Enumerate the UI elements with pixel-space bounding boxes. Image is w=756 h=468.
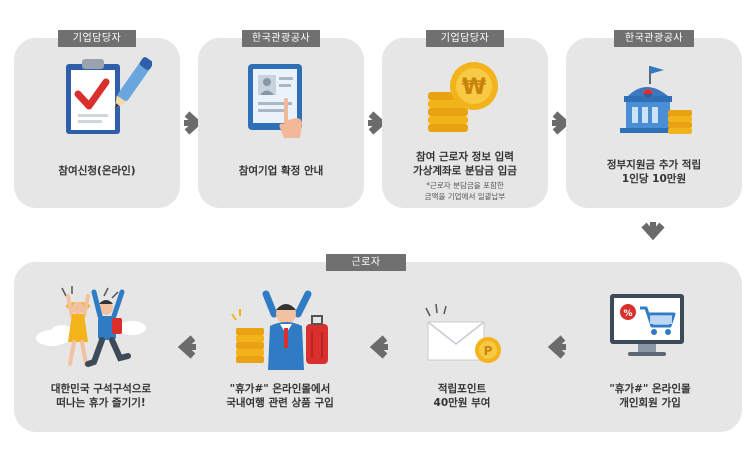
arrow-left-icon [172, 334, 196, 360]
step-tag: 기업담당자 [58, 30, 136, 47]
arrow-right-icon [184, 110, 208, 136]
envelope-point-icon: P [416, 300, 508, 370]
step-label-line1: 적립포인트 [437, 383, 487, 395]
step-label-line1: 대한민국 구석구석으로 [50, 383, 152, 395]
step-label-line1: 참여 근로자 정보 입력 [416, 151, 514, 163]
step-label-line2: 국내여행 관련 상품 구입 [226, 397, 334, 409]
svg-text:P: P [484, 344, 493, 358]
step-label-line2: 가상계좌로 분담금 입금 [413, 165, 517, 177]
traveler-shopping-icon [222, 284, 338, 370]
arrow-down-icon [640, 222, 666, 246]
step-label: 참여기업 확정 안내 [238, 165, 324, 177]
arrow-left-icon [542, 334, 566, 360]
step-tag: 한국관광공사 [242, 30, 320, 47]
arrow-right-icon [368, 110, 392, 136]
step-label-line1: "휴가#" 온라인몰 [609, 383, 691, 395]
step-label-line1: 정부지원금 추가 적립 [606, 159, 702, 171]
step-note-line2: 금액을 기업에서 일괄납부 [424, 192, 506, 201]
tablet-profile-icon [244, 62, 318, 142]
happy-travelers-icon [32, 284, 154, 374]
svg-text:₩: ₩ [462, 75, 486, 100]
step-label-line2: 개인회원 가입 [619, 397, 681, 409]
step-label-line2: 1인당 10만원 [621, 173, 687, 185]
svg-text:%: % [623, 309, 632, 319]
arrow-right-icon [552, 110, 576, 136]
step-label-line2: 떠나는 휴가 즐기기! [56, 397, 146, 409]
clipboard-check-icon [62, 54, 152, 138]
government-building-icon [606, 62, 698, 138]
step-label-line1: "휴가#" 온라인몰에서 [229, 383, 331, 395]
worker-tag: 근로자 [326, 254, 406, 271]
step-tag: 기업담당자 [426, 30, 504, 47]
won-coin-stack-icon: ₩ [424, 58, 504, 138]
step-label-line2: 40만원 부여 [433, 397, 491, 409]
step-note-line1: *근로자 분담금을 포함한 [426, 181, 504, 190]
step-label: 참여신청(온라인) [58, 165, 136, 177]
online-shopping-monitor-icon: % [608, 292, 688, 362]
arrow-left-icon [364, 334, 388, 360]
step-tag: 한국관광공사 [614, 30, 694, 47]
